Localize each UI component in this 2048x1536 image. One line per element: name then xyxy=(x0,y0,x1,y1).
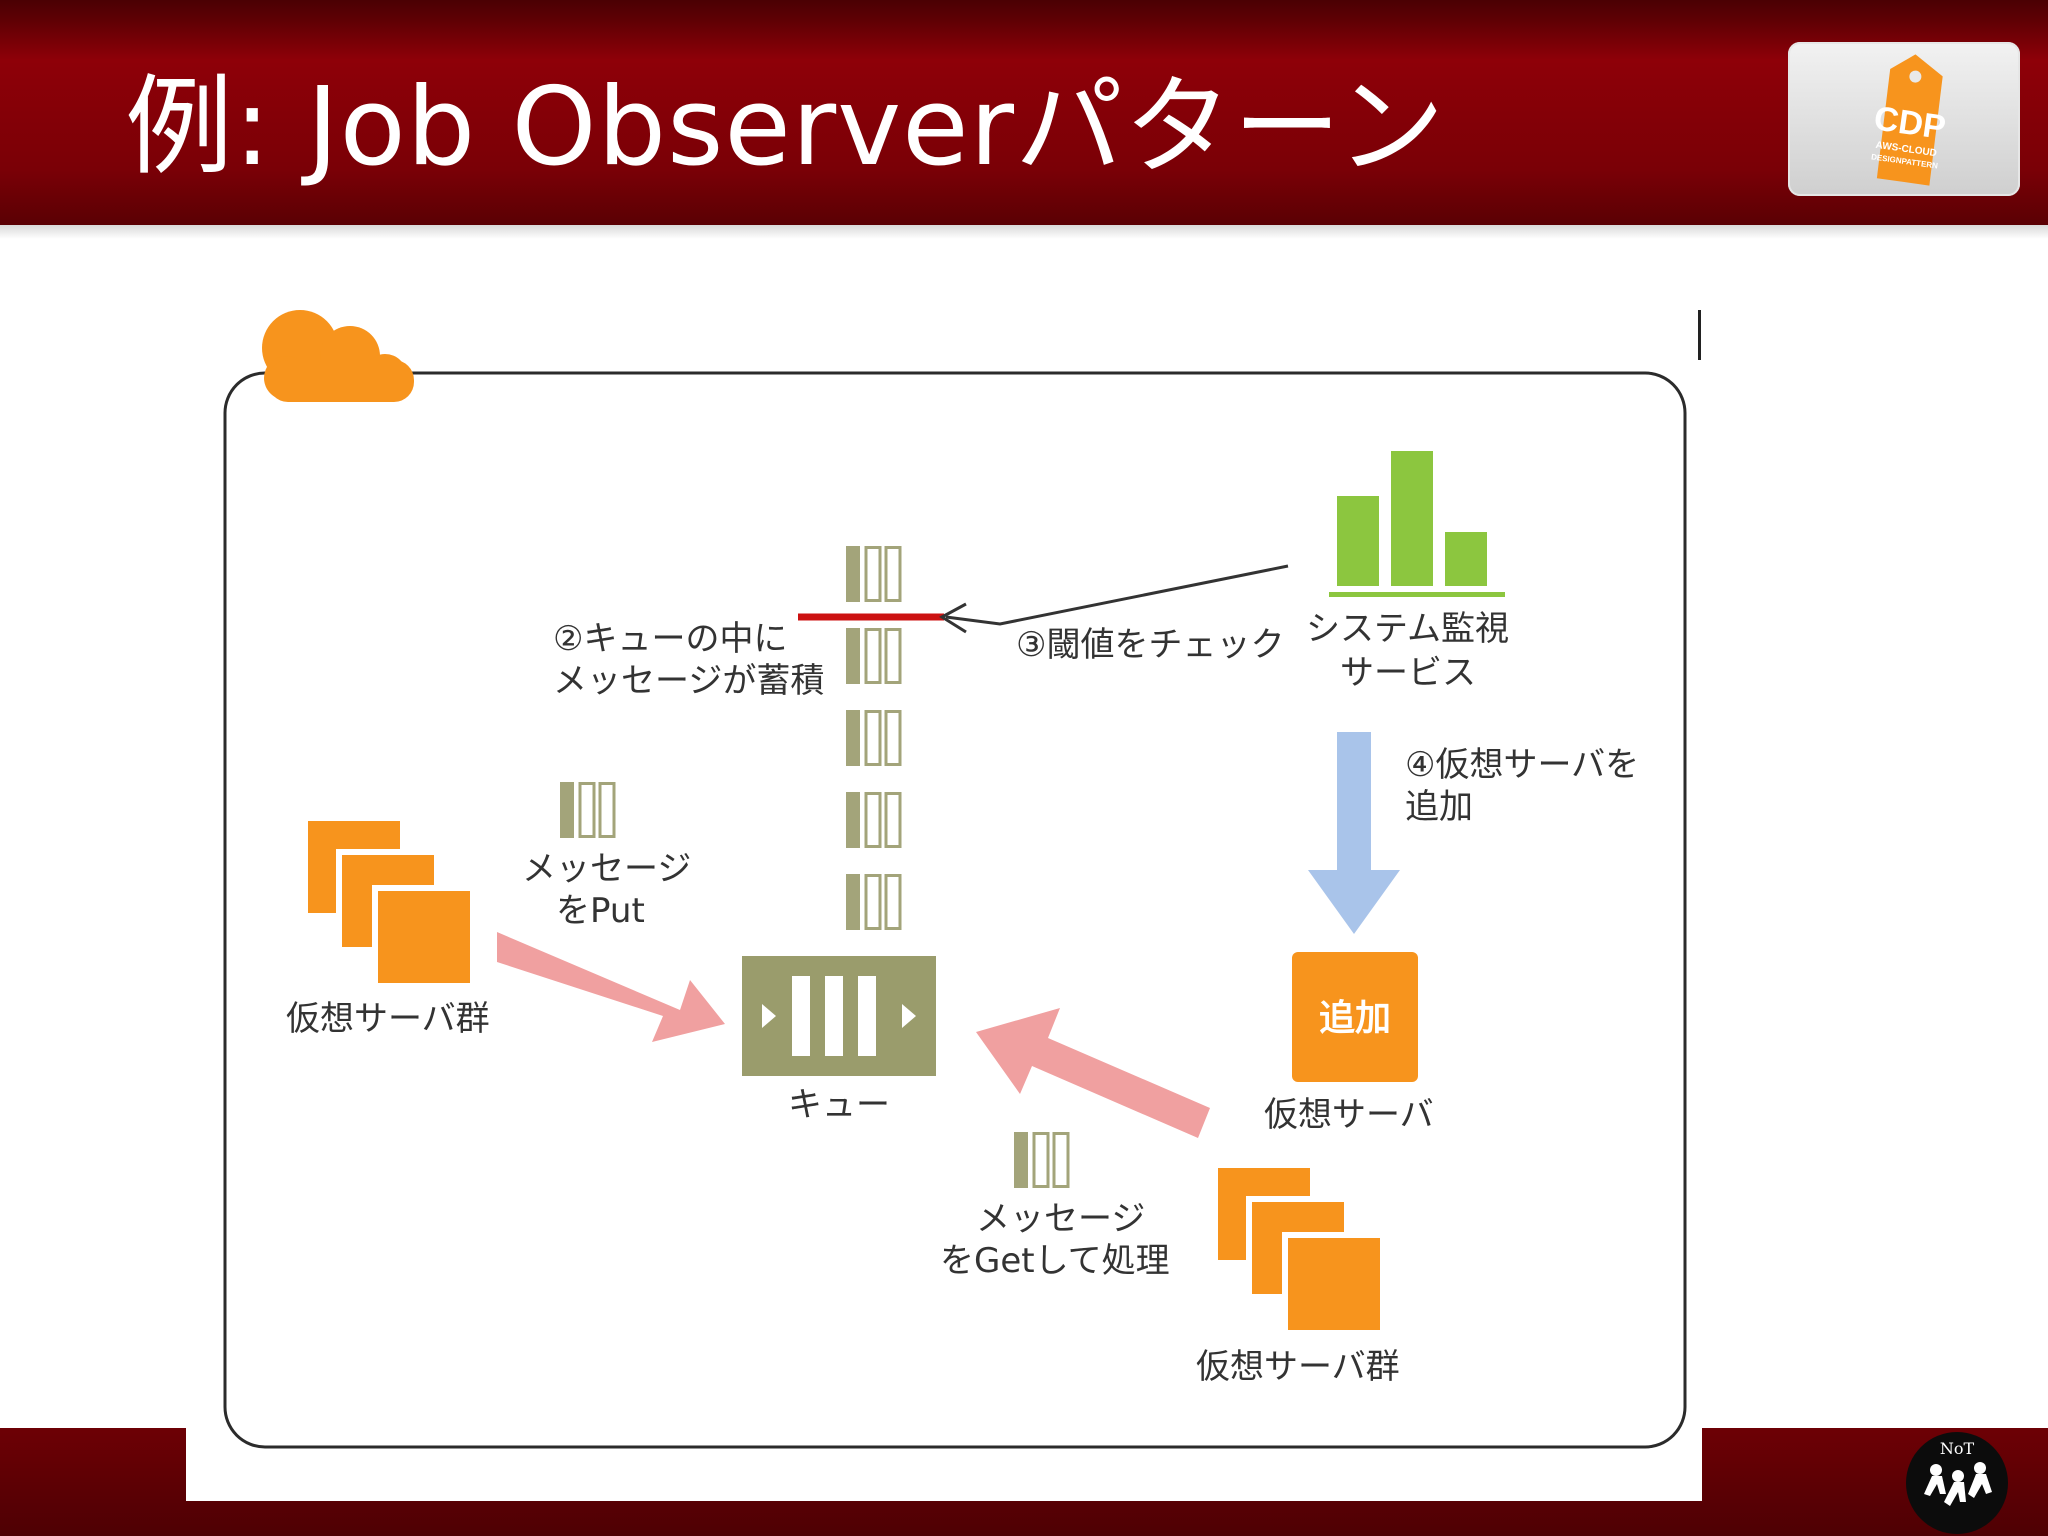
message-icon xyxy=(844,626,904,686)
monitor-chart-bar xyxy=(1391,451,1433,586)
add-server-label-1: ④仮想サーバを xyxy=(1405,745,1639,785)
message-icon xyxy=(844,872,904,932)
get-label-2: をGetして処理 xyxy=(940,1241,1170,1281)
arrowhead-icon xyxy=(939,602,967,634)
put-arrow xyxy=(497,932,725,1042)
cdp-badge: CDP AWS-CLOUD DESIGNPATTERN xyxy=(1788,42,2020,196)
put-label-2: をPut xyxy=(556,891,645,931)
new-server-icon xyxy=(1292,952,1418,1082)
queue-label: キュー xyxy=(788,1085,890,1125)
title-bar xyxy=(0,0,2048,225)
put-label-1: メッセージ xyxy=(522,849,691,889)
server-group-icon xyxy=(305,818,473,986)
not-logo-text: NoT xyxy=(1940,1439,1975,1458)
new-server-box-label: 追加 xyxy=(1319,998,1391,1039)
not-logo: NoT xyxy=(1906,1432,2008,1534)
queue-icon xyxy=(742,956,936,1076)
message-icon xyxy=(844,544,904,604)
monitor-chart-bar xyxy=(1337,496,1379,586)
monitor-chart-baseline xyxy=(1329,592,1505,597)
servers-right-label: 仮想サーバ群 xyxy=(1196,1347,1400,1387)
monitor-chart-bar xyxy=(1445,532,1487,586)
accumulate-label-2: メッセージが蓄積 xyxy=(553,661,824,701)
monitoring-chart-icon xyxy=(1329,451,1505,597)
accumulate-label-1: ②キューの中に xyxy=(553,619,787,659)
message-icon xyxy=(1012,1130,1072,1190)
cloud-icon xyxy=(262,310,414,402)
message-icon xyxy=(844,790,904,850)
server-group-icon xyxy=(1215,1165,1383,1333)
get-label-1: メッセージ xyxy=(976,1199,1145,1239)
add-server-arrow xyxy=(1308,732,1400,934)
cloud-boundary xyxy=(223,371,1687,1449)
message-icon xyxy=(844,708,904,768)
new-server-label: 仮想サーバ xyxy=(1264,1095,1434,1135)
monitor-label-1: システム監視 xyxy=(1306,609,1509,649)
message-icon xyxy=(558,780,618,840)
not-logo-icon: NoT xyxy=(1924,1439,1992,1506)
servers-left-label: 仮想サーバ群 xyxy=(286,999,490,1039)
threshold-check-arrow xyxy=(945,564,1289,626)
cdp-tag-icon: CDP AWS-CLOUD DESIGNPATTERN xyxy=(1871,54,1948,186)
title-bar-shadow xyxy=(0,225,2048,239)
monitor-label-2: サービス xyxy=(1340,653,1476,693)
get-arrow xyxy=(976,1008,1210,1138)
add-server-label-2: 追加 xyxy=(1405,787,1473,827)
text-cursor xyxy=(1698,310,1701,360)
check-threshold-label: ③閾値をチェック xyxy=(1016,625,1284,665)
slide-title: 例: Job Observerパターン xyxy=(125,65,1446,190)
